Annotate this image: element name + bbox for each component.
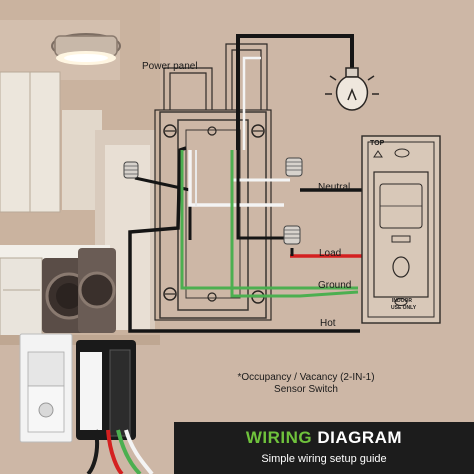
switch-note-line2: Sensor Switch <box>274 384 338 395</box>
banner-title: WIRING DIAGRAM <box>174 428 474 448</box>
wiring-diagram-banner: WIRING DIAGRAM Simple wiring setup guide <box>174 422 474 474</box>
black-sensor-switch-photo <box>76 340 154 474</box>
hot-wire <box>128 146 360 333</box>
ground-label: Ground <box>318 280 352 291</box>
white-sensor-switch-photo <box>19 333 73 443</box>
banner-subtitle: Simple wiring setup guide <box>261 453 387 465</box>
load-wire-black <box>236 150 290 240</box>
use-only-label: USE ONLY <box>391 305 417 311</box>
load-label: Load <box>319 248 342 259</box>
ceiling-light-fixture <box>51 33 121 65</box>
hot-label: Hot <box>320 318 336 329</box>
sensor-switch-drawing <box>361 135 441 324</box>
light-bulb-icon <box>325 67 379 111</box>
banner-title-accent: WIRING <box>245 428 313 447</box>
top-label: TOP <box>370 140 385 147</box>
neutral-label: Neutral <box>318 182 351 193</box>
indoor-label: INDOOR <box>392 298 412 304</box>
neutral-wire-2 <box>230 150 290 182</box>
banner-title-main: DIAGRAM <box>312 428 403 447</box>
bulb-black-wire <box>236 34 354 150</box>
power-panel-label: Power panel <box>142 61 198 72</box>
wire-nut-left <box>123 161 139 179</box>
ground-wire <box>180 150 358 290</box>
switch-note-line1: *Occupancy / Vacancy (2-IN-1) <box>237 372 375 383</box>
wall-box-outline <box>154 43 272 321</box>
wire-nut-load <box>283 225 301 245</box>
ground-wire-2 <box>230 150 359 298</box>
neutral-wire <box>188 150 284 207</box>
bulb-neutral-wire <box>242 56 261 150</box>
wire-nut-neutral <box>285 157 303 177</box>
